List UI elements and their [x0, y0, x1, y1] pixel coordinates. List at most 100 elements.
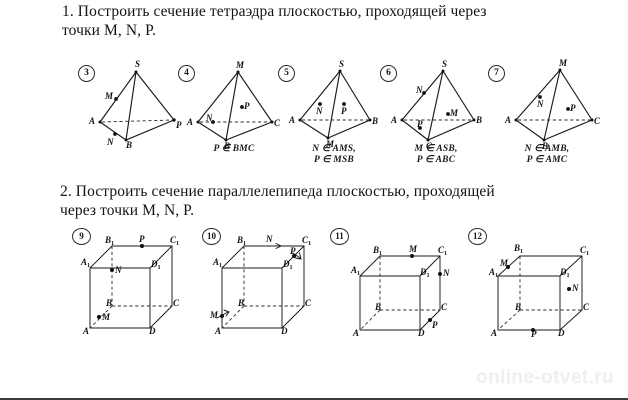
figure-4: 4 M A B C N P P ∈ BMC	[178, 61, 290, 162]
figure-number-badge: 7	[488, 65, 505, 82]
vertex-label-S: S	[442, 59, 448, 69]
vertex-label-B: B	[476, 115, 483, 125]
parallelepiped-11-drawing	[359, 254, 442, 331]
figure-6-caption: M ∈ ASB, P ∈ ABC	[414, 144, 458, 165]
parallelepiped-9-drawing	[89, 244, 173, 329]
vertex-label-B: B	[542, 141, 549, 151]
vertex-label-A1: A1	[213, 257, 223, 270]
vertex-label-B: B	[372, 116, 379, 126]
point-label-N: N	[537, 99, 544, 109]
vertex-label-D1: D1	[420, 267, 430, 280]
vertex-label-S: S	[135, 59, 141, 69]
vertex-label-B: B	[224, 141, 231, 151]
point-label-N: N	[206, 113, 213, 123]
tetrahedron-5-drawing	[298, 69, 372, 140]
figure-number-badge: 4	[178, 65, 195, 82]
vertex-label-C: C	[274, 118, 281, 128]
point-label-P: P	[244, 101, 250, 111]
point-label-P: P	[432, 320, 438, 330]
figure-11: 11 A1 B1 C1 D1 A B C D M N P	[330, 228, 464, 338]
point-label-M: M	[450, 108, 459, 118]
figure-7-caption: N ∈ AMB, P ∈ AMC	[524, 144, 570, 165]
figure-number-badge: 3	[78, 65, 95, 82]
vertex-label-A: A	[491, 328, 498, 338]
figure-3: 3 S A B P M N	[78, 59, 190, 162]
vertex-label-C: C	[305, 298, 312, 308]
vertex-label-A: A	[353, 328, 360, 338]
point-label-M: M	[210, 310, 219, 320]
vertex-label-A: A	[83, 326, 90, 336]
vertex-label-B1: B1	[237, 235, 247, 248]
point-label-N: N	[572, 283, 579, 293]
parallelepiped-10-drawing	[216, 243, 305, 329]
vertex-label-C1: C1	[170, 235, 180, 248]
vertex-label-A1: A1	[351, 265, 361, 278]
vertex-label-C: C	[426, 141, 433, 151]
task-1-heading: 1. Построить сечение тетраэдра плоскость…	[62, 3, 487, 39]
figure-5-caption: N ∈ AMS, P ∈ MSB	[312, 144, 356, 165]
tetrahedron-4-drawing	[196, 70, 274, 142]
figure-number-badge: 10	[202, 228, 221, 245]
figure-7: 7 M A C B N P N ∈ AMB, P ∈ AMC	[488, 59, 606, 165]
vertex-label-A: A	[215, 326, 222, 336]
point-label-M: M	[500, 258, 509, 268]
point-label-P: P	[570, 103, 576, 113]
vertex-label-A: A	[391, 115, 398, 125]
vertex-label-P: P	[176, 120, 182, 130]
vertex-label-A: A	[505, 115, 512, 125]
figure-10: 10 A1 B1 C1 D1 A B C D N P M	[202, 228, 328, 336]
point-label-N: N	[316, 106, 323, 116]
point-label-N: N	[266, 234, 273, 244]
bottom-rule	[0, 398, 628, 400]
point-label-N: N	[416, 85, 423, 95]
vertex-label-A1: A1	[81, 257, 91, 270]
point-label-P: P	[341, 106, 347, 116]
vertex-label-D: D	[558, 328, 565, 338]
tetrahedron-3-drawing	[98, 70, 176, 142]
figure-4-caption: P ∈ BMC	[213, 144, 255, 154]
vertex-label-B: B	[126, 140, 133, 150]
figure-number-badge: 11	[330, 228, 349, 245]
task-2-heading: 2. Построить сечение параллелепипеда пло…	[60, 183, 495, 219]
vertex-label-C1: C1	[580, 245, 590, 258]
vertex-label-C1: C1	[302, 235, 312, 248]
vertex-label-C: C	[594, 116, 601, 126]
point-label-N: N	[115, 265, 122, 275]
point-label-P: P	[531, 329, 537, 339]
vertex-label-A1: A1	[489, 267, 499, 280]
point-label-P: P	[417, 119, 423, 129]
figure-number-badge: 9	[72, 228, 91, 245]
vertex-label-A: A	[89, 116, 96, 126]
vertex-label-B1: B1	[105, 235, 115, 248]
vertex-label-M: M	[326, 139, 335, 149]
vertex-label-B: B	[515, 302, 522, 312]
vertex-label-B: B	[106, 298, 113, 308]
vertex-label-B1: B1	[373, 245, 383, 258]
vertex-label-A: A	[289, 115, 296, 125]
point-label-M: M	[105, 91, 114, 101]
point-label-M: M	[409, 244, 418, 254]
figure-number-badge: 12	[468, 228, 487, 245]
vertex-label-C1: C1	[438, 245, 448, 258]
point-label-N: N	[443, 268, 450, 278]
figure-number-badge: 6	[380, 65, 397, 82]
vertex-label-C: C	[441, 302, 448, 312]
vertex-label-D: D	[281, 326, 288, 336]
point-label-P: P	[290, 246, 296, 256]
vertex-label-B1: B1	[514, 243, 524, 256]
site-watermark: online-otvet.ru	[476, 367, 614, 388]
vertex-label-D1: D1	[151, 259, 161, 272]
tetrahedron-6-drawing	[400, 69, 476, 142]
parallelepiped-12-drawing	[497, 255, 583, 332]
vertex-label-D1: D1	[560, 267, 570, 280]
vertex-label-B: B	[238, 298, 245, 308]
vertex-label-S: S	[339, 59, 345, 69]
vertex-label-C: C	[583, 302, 590, 312]
point-label-M: M	[102, 312, 111, 322]
vertex-label-C: C	[173, 298, 180, 308]
figure-5: 5 S A B M N P N ∈ AMS, P ∈ MSB	[278, 59, 390, 165]
vertex-label-D: D	[149, 326, 156, 336]
figure-6: 6 S A B C N M P M ∈ ASB, P ∈ ABC	[380, 59, 492, 165]
tetrahedron-7-drawing	[514, 68, 594, 142]
